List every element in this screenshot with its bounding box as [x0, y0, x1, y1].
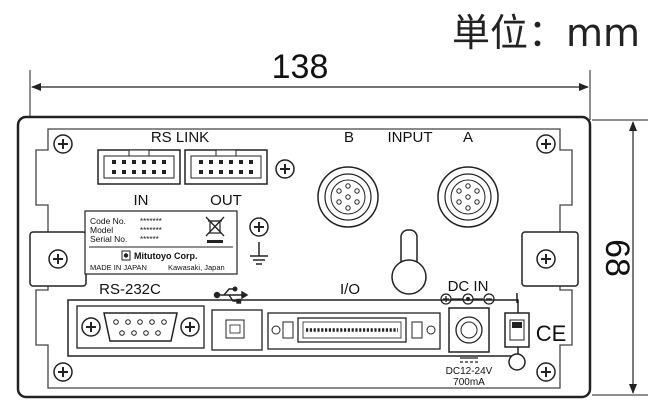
made-in-label: MADE IN JAPAN — [90, 263, 147, 272]
power-switch-label: I — [515, 290, 519, 307]
serial-no-value: ****** — [140, 235, 159, 244]
rs-link-out-connector[interactable] — [184, 149, 268, 185]
nameplate: Code No. Model Serial No. ******* ******… — [84, 210, 238, 275]
mitutoyo-logo-icon — [121, 250, 131, 261]
code-no-label: Code No. — [90, 216, 126, 226]
input-a-label: A — [463, 129, 473, 146]
dc-rating-line1: DC12-24V — [446, 366, 493, 377]
height-dimension: 68 — [592, 119, 648, 396]
screw-icon — [48, 249, 68, 269]
dc-in-label: DC IN — [448, 278, 489, 295]
screw-icon — [249, 217, 269, 237]
rs-link-out-label: OUT — [210, 192, 242, 209]
dc-rating-line2: 700mA — [453, 377, 485, 388]
input-b-label: B — [344, 129, 354, 146]
dc-polarity-icon — [440, 293, 495, 305]
screw-icon — [53, 362, 73, 382]
location-label: Kawasaki, Japan — [168, 263, 225, 272]
input-b-connector[interactable] — [317, 166, 379, 228]
model-value: ******* — [140, 226, 162, 235]
io-connector[interactable] — [267, 312, 441, 350]
rs-link-label: RS LINK — [151, 129, 209, 146]
screw-icon — [536, 134, 556, 154]
usb-icon — [213, 286, 249, 304]
rs232c-connector[interactable] — [76, 305, 205, 349]
unit-label: 単位：mm — [452, 11, 640, 55]
rs-link-in-connector[interactable] — [97, 149, 181, 185]
brand-name: Mitutoyo Corp. — [134, 251, 198, 261]
height-value: 68 — [598, 239, 636, 277]
model-label: Model — [90, 225, 113, 235]
screw-icon — [536, 249, 556, 269]
ce-mark: CE — [536, 321, 567, 346]
screw-icon — [180, 317, 200, 337]
width-value: 138 — [272, 48, 329, 86]
screw-icon — [53, 134, 73, 154]
keyhole-knob — [391, 229, 427, 295]
rs232c-label: RS-232C — [99, 281, 161, 298]
input-a-connector[interactable] — [437, 166, 499, 228]
power-lamp — [508, 353, 526, 371]
serial-no-label: Serial No. — [90, 234, 127, 244]
screw-icon — [81, 317, 101, 337]
screw-icon — [536, 362, 556, 382]
rs-link-in-label: IN — [134, 192, 149, 209]
input-label: INPUT — [388, 129, 433, 146]
dc-symbol-icon — [460, 357, 478, 363]
ground-icon — [250, 242, 268, 265]
code-no-value: ******* — [140, 217, 162, 226]
usb-port[interactable] — [211, 309, 263, 351]
inner-panel-contour — [35, 128, 573, 389]
screw-icon — [275, 159, 295, 179]
dc-in-jack[interactable] — [448, 307, 490, 353]
width-dimension: 138 — [29, 48, 591, 120]
io-label: I/O — [340, 281, 360, 298]
weee-bin-icon — [205, 216, 225, 243]
power-switch[interactable] — [504, 312, 530, 348]
